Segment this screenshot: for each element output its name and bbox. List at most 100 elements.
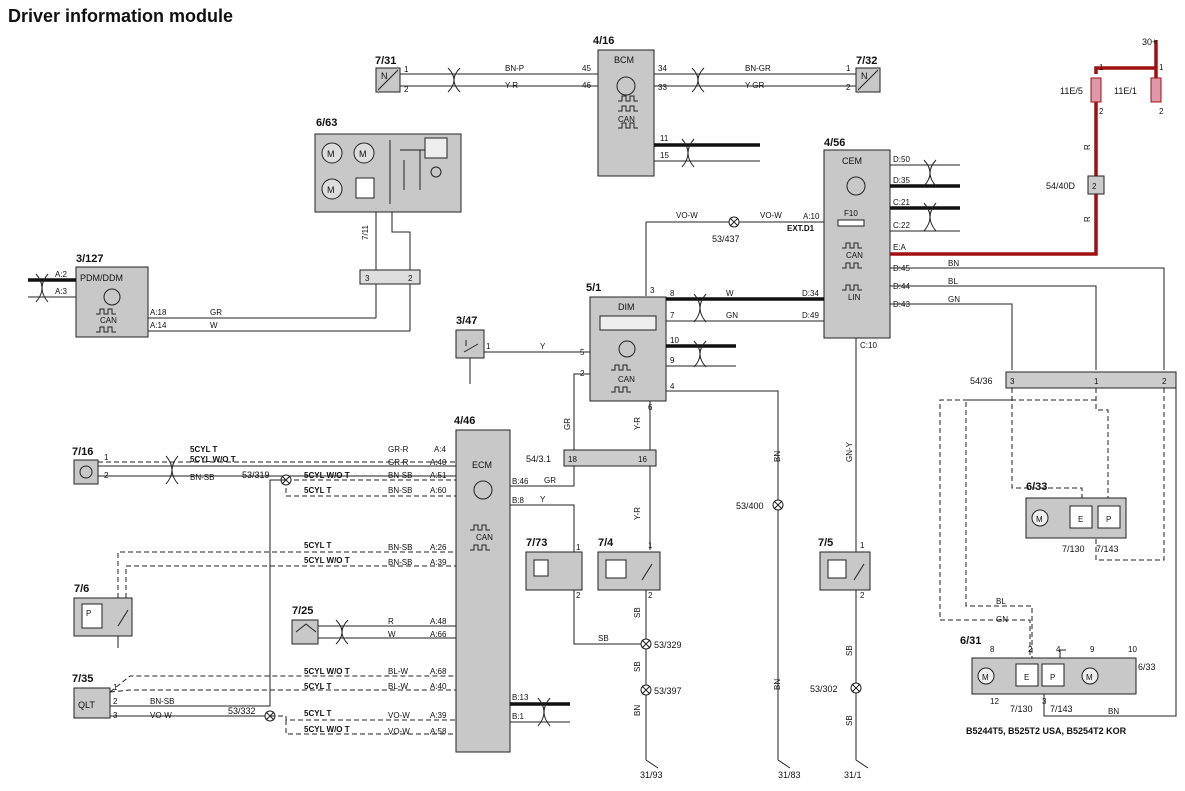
svg-text:A:60: A:60 (430, 486, 447, 495)
sensor-7-16[interactable]: 7/16 (72, 446, 99, 485)
svg-text:53/397: 53/397 (654, 686, 682, 696)
svg-text:CAN: CAN (846, 251, 863, 260)
svg-text:D:34: D:34 (802, 289, 819, 298)
svg-text:2: 2 (408, 274, 413, 283)
svg-text:BN-GR: BN-GR (745, 64, 771, 73)
svg-text:2: 2 (860, 591, 865, 600)
svg-text:VO-W: VO-W (388, 727, 410, 736)
svg-text:BL: BL (996, 597, 1006, 606)
svg-text:7/25: 7/25 (292, 605, 313, 617)
svg-text:12: 12 (990, 697, 999, 706)
svg-text:GR: GR (210, 308, 222, 317)
bcm-name: BCM (614, 55, 634, 65)
ecm-module[interactable]: 4/46 ECM CAN (454, 415, 511, 753)
svg-text:CAN: CAN (618, 115, 635, 124)
switch-7-73[interactable]: 7/73 (525, 537, 583, 591)
svg-text:B:1: B:1 (512, 712, 525, 721)
svg-text:11E/5: 11E/5 (1060, 86, 1083, 96)
svg-text:31/1: 31/1 (844, 770, 862, 780)
svg-text:53/400: 53/400 (736, 501, 764, 511)
svg-text:1: 1 (113, 683, 118, 692)
module-6-31-lower[interactable]: 6/31 M E P M (960, 635, 1137, 695)
switch-3-47[interactable]: 3/47 (455, 315, 485, 359)
svg-text:4: 4 (670, 382, 675, 391)
svg-text:3/127: 3/127 (76, 253, 104, 265)
svg-text:A:18: A:18 (150, 308, 167, 317)
mirror-module-6-63[interactable]: 6/63 M M M (314, 117, 462, 213)
svg-text:VO-W: VO-W (760, 211, 782, 220)
svg-text:QLT: QLT (78, 700, 95, 710)
svg-text:CAN: CAN (100, 316, 117, 325)
module-6-33-upper[interactable]: 6/33 M E P (1025, 481, 1127, 539)
svg-text:8: 8 (990, 645, 995, 654)
cem-module[interactable]: 4/56 CEM F10 CAN LIN (823, 137, 891, 339)
svg-text:A:68: A:68 (430, 667, 447, 676)
svg-text:46: 46 (582, 81, 591, 90)
svg-text:45: 45 (582, 64, 591, 73)
svg-text:BN: BN (773, 451, 782, 462)
svg-text:2: 2 (1092, 182, 1097, 191)
dim-module[interactable]: 5/1 DIM CAN (586, 282, 667, 402)
svg-text:SB: SB (633, 661, 642, 672)
svg-text:Y-R: Y-R (633, 417, 642, 430)
svg-text:SB: SB (633, 607, 642, 618)
svg-text:A:26: A:26 (430, 543, 447, 552)
connector-7-31[interactable]: 7/31 N (375, 55, 401, 93)
svg-text:6/31: 6/31 (960, 635, 981, 647)
svg-text:BN-SB: BN-SB (388, 543, 412, 552)
svg-text:GR: GR (563, 418, 572, 430)
svg-text:BN-P: BN-P (505, 64, 524, 73)
svg-text:54/36: 54/36 (970, 376, 993, 386)
svg-text:1: 1 (576, 543, 581, 552)
svg-text:33: 33 (658, 83, 667, 92)
svg-text:7/4: 7/4 (598, 537, 614, 549)
svg-text:W: W (726, 289, 734, 298)
svg-text:P: P (1050, 673, 1055, 682)
svg-text:31/93: 31/93 (640, 770, 663, 780)
svg-text:Y-GR: Y-GR (745, 81, 764, 90)
sensor-7-6[interactable]: 7/6 P (73, 583, 133, 637)
svg-text:D:50: D:50 (893, 155, 910, 164)
svg-text:9: 9 (1090, 645, 1095, 654)
svg-text:A:58: A:58 (430, 727, 447, 736)
svg-text:7/32: 7/32 (856, 55, 877, 67)
svg-text:Y-R: Y-R (633, 507, 642, 520)
page-title: Driver information module (8, 6, 234, 26)
svg-text:BN-SB: BN-SB (150, 697, 174, 706)
svg-text:5CYL W/O T: 5CYL W/O T (190, 455, 236, 464)
bcm-module[interactable]: 4/16 BCM CAN (593, 35, 655, 177)
svg-text:R: R (388, 617, 394, 626)
svg-text:B:13: B:13 (512, 693, 529, 702)
svg-text:A:66: A:66 (430, 630, 447, 639)
pdm-ddm-module[interactable]: 3/127 PDM/DDM CAN (75, 253, 149, 338)
svg-text:31/83: 31/83 (778, 770, 801, 780)
svg-text:1: 1 (404, 65, 409, 74)
svg-text:A:14: A:14 (150, 321, 167, 330)
connector-7-32[interactable]: 7/32 N (855, 55, 881, 93)
svg-text:VO-W: VO-W (676, 211, 698, 220)
svg-text:1: 1 (486, 342, 491, 351)
bcm-id: 4/16 (593, 35, 614, 47)
svg-text:34: 34 (658, 64, 667, 73)
svg-text:7/16: 7/16 (72, 446, 93, 458)
svg-text:2: 2 (1099, 107, 1104, 116)
svg-text:A:48: A:48 (430, 617, 447, 626)
svg-text:A:4: A:4 (434, 445, 447, 454)
svg-text:2: 2 (1162, 377, 1167, 386)
svg-text:2: 2 (113, 697, 118, 706)
svg-text:3/47: 3/47 (456, 315, 477, 327)
switch-7-5[interactable]: 7/5 (818, 537, 871, 591)
svg-text:A:40: A:40 (430, 682, 447, 691)
svg-text:7: 7 (670, 311, 675, 320)
svg-text:2: 2 (846, 83, 851, 92)
sensor-7-25[interactable]: 7/25 (291, 605, 319, 645)
svg-text:BN-SB: BN-SB (388, 471, 412, 480)
switch-7-4[interactable]: 7/4 (597, 537, 661, 591)
svg-text:5CYL W/O T: 5CYL W/O T (304, 556, 350, 565)
svg-text:BN-SB: BN-SB (388, 486, 412, 495)
svg-text:VO-W: VO-W (388, 711, 410, 720)
svg-text:30+: 30+ (1142, 37, 1157, 47)
sensor-7-35-qlt[interactable]: 7/35 QLT (72, 673, 111, 719)
svg-text:B:46: B:46 (512, 477, 529, 486)
